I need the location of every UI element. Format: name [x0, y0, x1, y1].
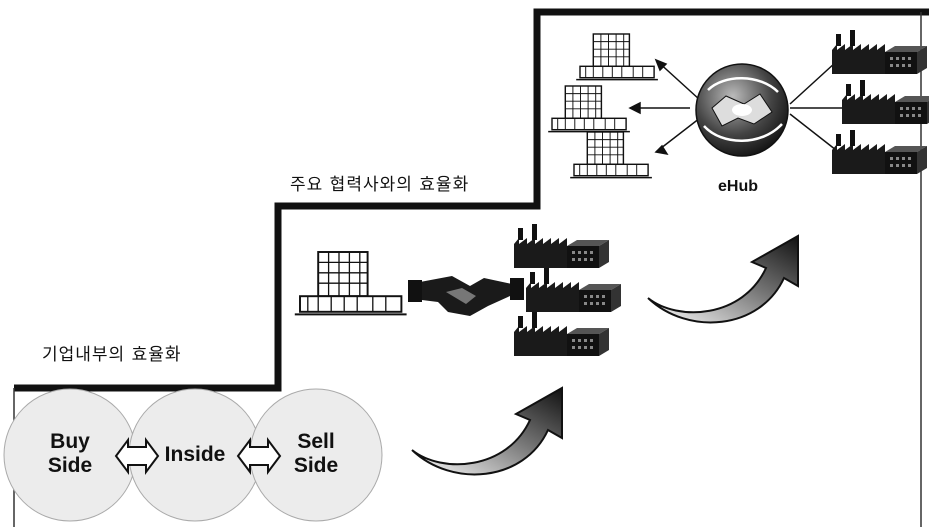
buy-side-line1: Buy	[50, 430, 90, 453]
sell-side-label: Sell Side	[266, 430, 366, 478]
stage1-label: 기업내부의 효율화	[42, 345, 182, 365]
partner-factory-3	[514, 312, 609, 356]
partner-office-building	[293, 251, 408, 316]
hub-factory-2	[842, 80, 929, 124]
inside-line1: Inside	[164, 443, 226, 466]
partner-factory-2	[526, 268, 621, 312]
hub-office-2	[547, 85, 631, 133]
hub-office-3	[569, 131, 653, 179]
buy-side-line2: Side	[47, 454, 93, 477]
hub-factory-1	[832, 30, 927, 74]
circles-group	[3, 388, 383, 522]
sell-side-line2: Side	[293, 454, 339, 477]
curved-arrow-upper	[647, 235, 799, 324]
hub-office-1	[575, 33, 659, 81]
sell-side-line1: Sell	[297, 430, 335, 453]
staircase-outline	[14, 8, 929, 392]
curved-arrow-lower	[411, 387, 563, 476]
inside-label: Inside	[145, 443, 245, 467]
partner-factory-1	[514, 224, 609, 268]
double-arrow-left	[114, 437, 160, 475]
hub-label: eHub	[718, 178, 758, 195]
handshake-icon	[408, 276, 524, 316]
ehub-globe-icon	[695, 63, 789, 157]
hub-connector-lines	[628, 58, 846, 156]
hub-factory-3	[832, 130, 927, 174]
buy-side-label: Buy Side	[20, 430, 120, 478]
double-arrow-right	[236, 437, 282, 475]
stage2-label: 주요 협력사와의 효율화	[290, 175, 470, 195]
